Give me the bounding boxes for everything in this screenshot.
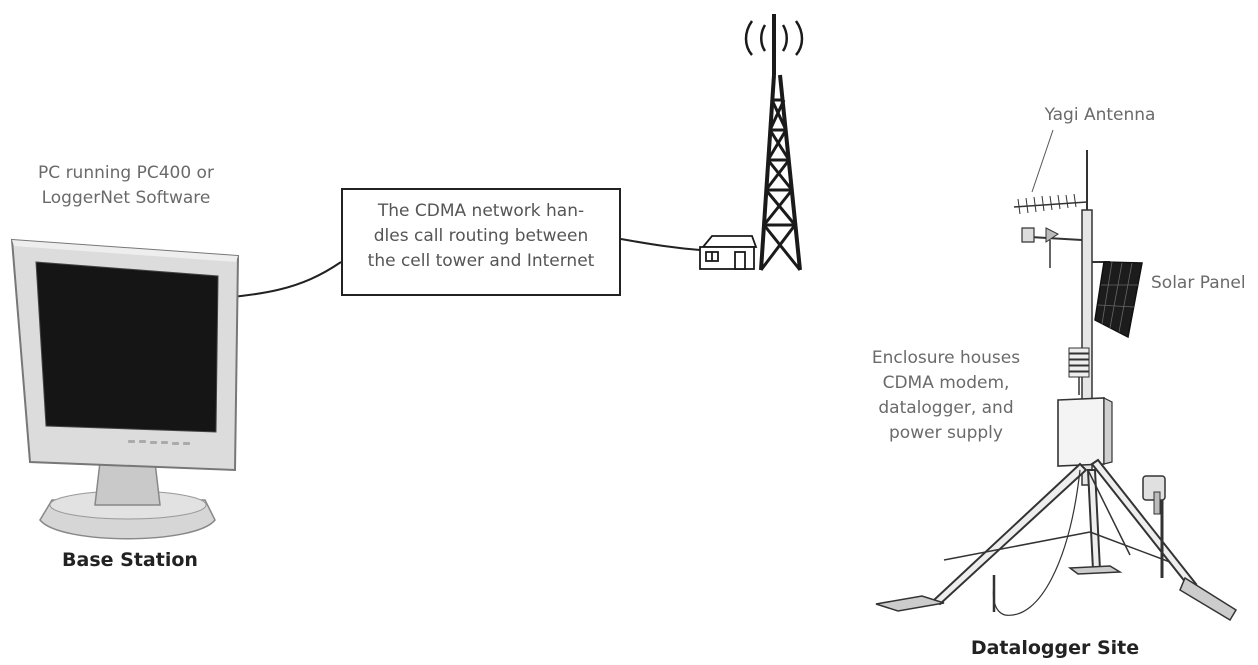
pc-software-line-2: LoggerNet Software: [41, 188, 211, 208]
enclosure-line-4: power supply: [889, 423, 1003, 443]
computer-monitor-icon: [10, 238, 240, 540]
connection-line-network-to-building: [620, 238, 701, 251]
cdma-description-line-2: dles call routing between: [373, 226, 589, 246]
cdma-network-description-box: The CDMA network han- dles call routing …: [341, 188, 621, 296]
weather-station-icon: [875, 129, 1238, 622]
enclosure-line-2: CDMA modem,: [882, 373, 1010, 393]
enclosure-line-3: datalogger, and: [878, 398, 1014, 418]
pc-software-label: PC running PC400 or LoggerNet Software: [12, 161, 240, 211]
enclosure-line-1: Enclosure houses: [871, 348, 1021, 368]
yagi-antenna-label: Yagi Antenna: [1044, 105, 1156, 125]
equipment-building-icon: [699, 235, 758, 270]
enclosure-label: Enclosure houses CDMA modem, datalogger,…: [846, 346, 1046, 446]
cdma-description-line-3: the cell tower and Internet: [367, 251, 595, 271]
cdma-description-line-1: The CDMA network han-: [377, 201, 585, 221]
base-station-label: Base Station: [62, 549, 198, 571]
datalogger-site-label: Datalogger Site: [970, 637, 1140, 659]
pc-software-line-1: PC running PC400 or: [38, 163, 214, 183]
solar-panel-label: Solar Panel: [1151, 273, 1246, 293]
cell-tower-icon: [744, 14, 804, 271]
